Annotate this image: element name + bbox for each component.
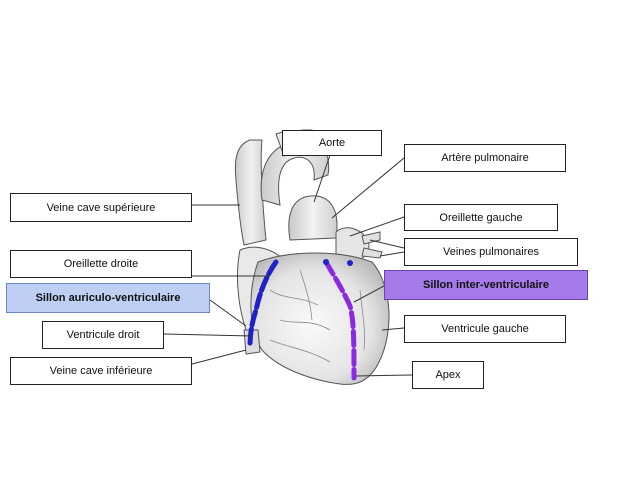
- label-aorte: Aorte: [282, 130, 382, 156]
- pulmonary-trunk: [288, 195, 338, 241]
- label-oreillette-gauche: Oreillette gauche: [404, 204, 558, 231]
- sulcus-end-dot: [347, 260, 353, 266]
- leader-lines: [163, 154, 413, 377]
- label-artere-pulmonaire: Artère pulmonaire: [404, 144, 566, 172]
- label-apex: Apex: [412, 361, 484, 389]
- coronary-vessels: [269, 269, 365, 363]
- aortic-arch: [260, 140, 330, 206]
- label-veines-pulmonaires: Veines pulmonaires: [404, 238, 578, 266]
- pulmonary-vein: [361, 247, 383, 259]
- label-sillon-auriculo-ventriculaire: Sillon auriculo-ventriculaire: [6, 283, 210, 313]
- label-veine-cave-inferieure: Veine cave inférieure: [10, 357, 192, 385]
- label-veine-cave-superieure: Veine cave supérieure: [10, 193, 192, 222]
- label-sillon-inter-ventriculaire: Sillon inter-ventriculaire: [384, 270, 588, 300]
- sillon-inter-ventriculaire-line: [323, 259, 357, 381]
- sulcus-end-dot: [323, 259, 329, 265]
- label-ventricule-droit: Ventricule droit: [42, 321, 164, 349]
- label-ventricule-gauche: Ventricule gauche: [404, 315, 566, 343]
- label-oreillette-droite: Oreillette droite: [10, 250, 192, 278]
